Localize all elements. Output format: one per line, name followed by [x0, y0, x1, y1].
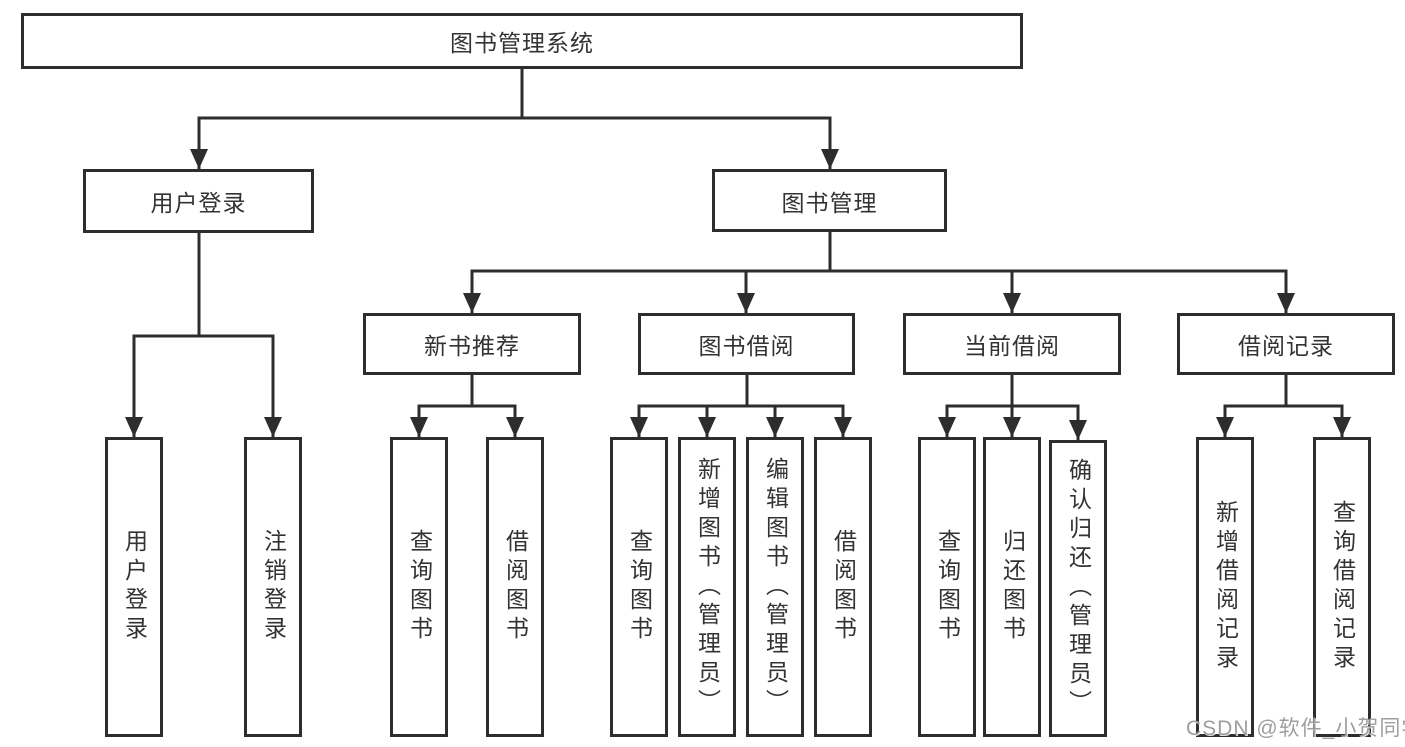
leaf-add-books-admin: 新增图书（管理员） [678, 437, 736, 737]
leaf-query-books-borrowing-label: 查询图书 [626, 529, 653, 645]
leaf-return-books: 归还图书 [983, 437, 1041, 737]
leaf-logout: 注销登录 [244, 437, 302, 737]
connector-root-to-level2 [190, 67, 839, 171]
leaf-edit-books-admin: 编辑图书（管理员） [746, 437, 804, 737]
leaf-add-borrow-record: 新增借阅记录 [1196, 437, 1254, 737]
connector-book-management-branch [463, 230, 1295, 315]
leaf-return-books-label: 归还图书 [999, 529, 1026, 645]
leaf-confirm-return-admin: 确认归还（管理员） [1049, 440, 1107, 737]
node-current-borrowing-label: 当前借阅 [964, 333, 1060, 359]
node-new-book-recommend-label: 新书推荐 [424, 333, 520, 359]
leaf-query-books-recommend-label: 查询图书 [406, 529, 433, 645]
node-book-borrowing-label: 图书借阅 [698, 333, 795, 359]
connector-new-book-recommend [410, 373, 524, 439]
leaf-borrow-books-recommend-label: 借阅图书 [502, 529, 529, 645]
node-book-management: 图书管理 [712, 169, 947, 232]
node-user-login: 用户登录 [83, 169, 314, 233]
leaf-query-books-recommend: 查询图书 [390, 437, 448, 737]
leaf-borrow-books-recommend: 借阅图书 [486, 437, 544, 737]
leaf-add-borrow-record-label: 新增借阅记录 [1212, 500, 1239, 674]
watermark: CSDN @软件_小贺同学 [1186, 717, 1405, 740]
leaf-borrow-books: 借阅图书 [814, 437, 872, 737]
node-book-management-label: 图书管理 [781, 189, 878, 216]
node-borrowing-records-label: 借阅记录 [1238, 333, 1334, 359]
leaf-add-books-admin-label: 新增图书（管理员） [694, 456, 721, 718]
node-library-system-label: 图书管理系统 [450, 30, 594, 56]
leaf-confirm-return-admin-label: 确认归还（管理员） [1065, 458, 1092, 719]
leaf-query-books-borrowing: 查询图书 [610, 437, 668, 737]
node-book-borrowing: 图书借阅 [638, 313, 855, 375]
connector-book-borrowing [630, 373, 852, 439]
leaf-borrow-books-label: 借阅图书 [830, 529, 857, 645]
connector-user-login-branch [125, 231, 282, 439]
node-user-login-label: 用户登录 [150, 190, 247, 216]
node-library-system: 图书管理系统 [21, 13, 1023, 69]
connector-current-borrowing [938, 373, 1087, 442]
leaf-logout-label: 注销登录 [260, 529, 287, 645]
node-borrowing-records: 借阅记录 [1177, 313, 1395, 375]
leaf-edit-books-admin-label: 编辑图书（管理员） [762, 456, 789, 718]
leaf-user-login-label: 用户登录 [121, 529, 148, 645]
connector-borrowing-records [1216, 373, 1351, 439]
leaf-query-borrow-record-label: 查询借阅记录 [1329, 500, 1356, 674]
leaf-user-login: 用户登录 [105, 437, 163, 737]
leaf-query-books-current: 查询图书 [918, 437, 976, 737]
node-new-book-recommend: 新书推荐 [363, 313, 581, 375]
leaf-query-borrow-record: 查询借阅记录 [1313, 437, 1371, 737]
node-current-borrowing: 当前借阅 [903, 313, 1121, 375]
leaf-query-books-current-label: 查询图书 [934, 529, 961, 645]
